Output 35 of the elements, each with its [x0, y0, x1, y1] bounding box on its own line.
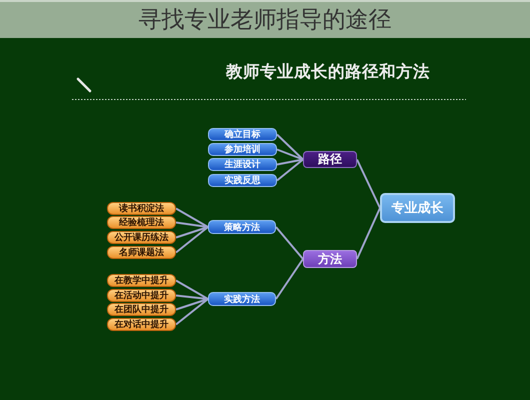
leaf-box: 实践反思 [208, 174, 277, 187]
leaf-box: 公开课历练法 [107, 231, 176, 244]
connector-line [176, 280, 208, 300]
connector-line [175, 298, 209, 326]
leaf-box: 经验梳理法 [107, 216, 176, 229]
leaf-box: 在活动中提升 [107, 289, 176, 302]
title-banner: 寻找专业老师指导的途径 [0, 0, 530, 38]
leaf-box: 确立目标 [208, 128, 277, 141]
connector-line [176, 226, 208, 238]
leaf-box: 在对话中提升 [107, 318, 176, 331]
leaf-box: 名师课题法 [107, 246, 176, 259]
connector-line [356, 159, 381, 208]
connector-line [176, 294, 208, 300]
branch-box: 策略方法 [208, 220, 276, 234]
connector-line [276, 158, 304, 166]
connector-line [176, 298, 208, 310]
leaf-box: 参加培训 [208, 143, 277, 156]
leaf-box: 读书积淀法 [107, 202, 176, 215]
branch-box: 路径 [303, 151, 357, 168]
connector-line [176, 208, 208, 228]
connector-line [176, 222, 208, 228]
leaf-box: 生涯设计 [208, 158, 277, 171]
connector-line [175, 226, 209, 254]
connector-line [276, 134, 304, 160]
branch-box: 实践方法 [208, 292, 276, 306]
connector-line [356, 208, 381, 260]
connector-line [276, 148, 304, 160]
connector-line [275, 258, 304, 300]
topic-box: 专业成长 [380, 193, 455, 223]
slide-title: 教师专业成长的路径和方法 [224, 62, 430, 82]
leaf-box: 在教学中提升 [107, 274, 176, 287]
branch-box: 方法 [303, 250, 357, 268]
connector-line [275, 226, 304, 260]
connector-line [276, 158, 304, 182]
leaf-box: 在团队中提升 [107, 303, 176, 316]
